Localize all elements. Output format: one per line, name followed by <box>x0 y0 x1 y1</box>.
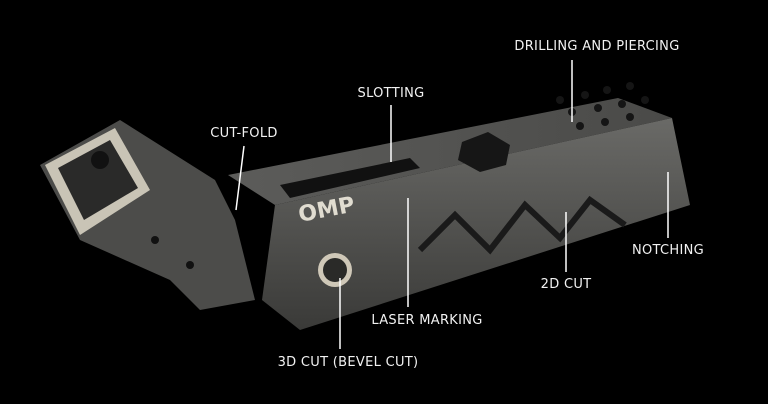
hole <box>151 236 159 244</box>
drill-holes <box>556 82 649 130</box>
label-2d-cut: 2D CUT <box>540 277 592 292</box>
bevel-hole <box>323 258 347 282</box>
hole <box>91 151 109 169</box>
hexagon-cut <box>458 132 510 172</box>
tube-inner <box>58 140 138 220</box>
label-3d-cut: 3D CUT (BEVEL CUT) <box>277 355 419 370</box>
truss-cutouts <box>417 195 627 255</box>
hole <box>186 261 194 269</box>
slot <box>280 158 420 198</box>
label-notching: NOTCHING <box>631 243 705 258</box>
label-slotting: SLOTTING <box>357 86 425 101</box>
bar-front-face <box>262 118 690 330</box>
label-cut-fold: CUT-FOLD <box>210 126 278 141</box>
label-laser-marking: LASER MARKING <box>371 313 483 328</box>
label-drilling-piercing: DRILLING AND PIERCING <box>514 39 680 54</box>
leader-lines <box>235 60 669 349</box>
